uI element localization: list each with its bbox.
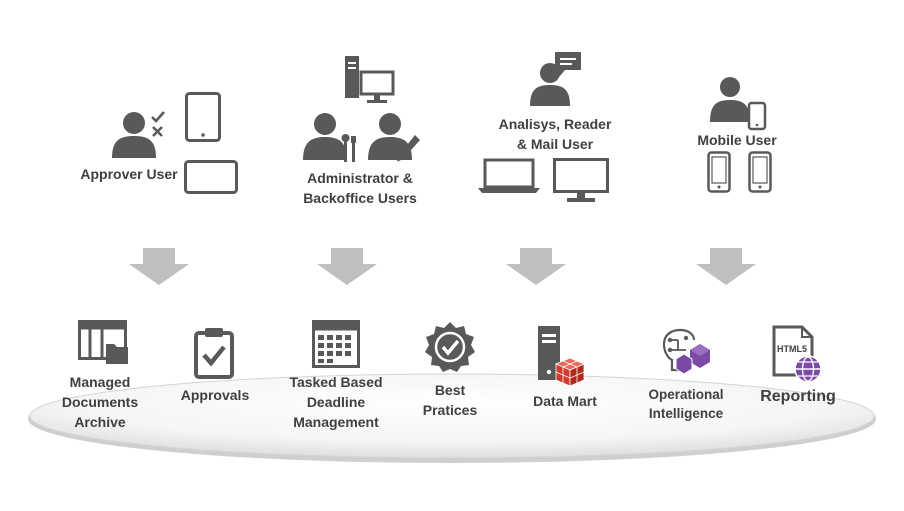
module-reporting-label: Reporting [760, 388, 836, 405]
html5-document-icon: HTML5 [772, 325, 822, 383]
module-operational-line1: Operational [648, 387, 724, 402]
server-cube-icon [538, 326, 586, 387]
html5-text: HTML5 [777, 344, 807, 354]
monitor-icon [553, 158, 609, 202]
desktop-computer-icon [345, 56, 395, 103]
module-archive-line1: Managed [69, 374, 131, 390]
clipboard-check-icon [194, 328, 234, 379]
approver-person-icon [112, 112, 156, 158]
down-arrow-3 [506, 248, 566, 285]
down-arrow-4 [696, 248, 756, 285]
module-best-line1: Best [434, 382, 466, 398]
admin-person-icon [303, 113, 347, 160]
module-tasked-line2: Deadline [306, 394, 366, 410]
module-datamart-label: Data Mart [533, 393, 597, 409]
module-tasked-line1: Tasked Based [289, 374, 383, 390]
check-cross-icon [151, 111, 165, 137]
mobile-person-icon [710, 77, 750, 122]
badge-check-icon [425, 322, 475, 372]
admin-label-line1: Administrator & [307, 170, 413, 186]
analysis-label-line2: & Mail User [516, 136, 594, 152]
mobile-user-label: Mobile User [697, 132, 777, 148]
wrench-screwdriver-icon [341, 134, 356, 162]
down-arrow-2 [317, 248, 377, 285]
module-archive-line3: Archive [74, 414, 126, 430]
down-arrow-1 [129, 248, 189, 285]
admin-label-line2: Backoffice Users [303, 190, 417, 206]
document-archive-icon [78, 320, 128, 364]
analysis-label-line1: Analisys, Reader [498, 116, 612, 132]
phone-icon-1 [707, 151, 731, 193]
small-phone-icon [747, 101, 767, 131]
pencil-icon [397, 135, 420, 162]
module-tasked-line3: Management [293, 414, 379, 430]
module-best-line2: Pratices [422, 402, 478, 418]
tablet-icon [185, 92, 221, 142]
module-operational-line2: Intelligence [648, 406, 724, 421]
module-archive-line2: Documents [61, 394, 139, 410]
calendar-icon [312, 320, 360, 368]
brain-circuit-icon [662, 328, 710, 375]
phone-icon-2 [748, 151, 772, 193]
chat-bubble-icon [555, 52, 581, 77]
approver-user-label: Approver User [80, 166, 178, 182]
laptop-icon [478, 158, 540, 193]
tablet-landscape-icon [184, 160, 238, 194]
module-approvals-label: Approvals [180, 387, 250, 403]
